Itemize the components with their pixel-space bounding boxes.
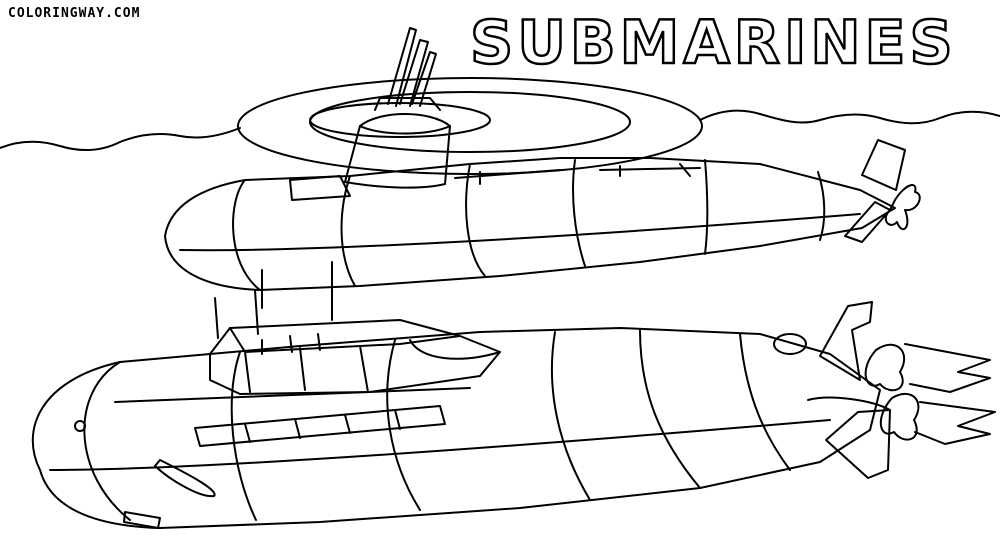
top-hull [164,157,896,291]
bottom-propeller-upper [864,343,906,392]
bottom-lower-fin [825,409,891,479]
water-ripples [237,77,703,175]
bottom-submarine [31,289,996,529]
deck-panel [194,405,446,447]
top-sail [344,113,451,189]
top-rudder [861,139,906,191]
top-propeller [884,184,921,231]
top-submarine [164,27,921,321]
propeller-wake [904,343,996,445]
bottom-propeller-lower [879,392,920,441]
site-watermark: COLORINGWAY.COM [8,6,141,21]
bottom-hull [31,327,881,529]
page-title: SUBMARINES [469,7,957,80]
bottom-sail [209,319,501,395]
bottom-rudder [819,301,873,381]
top-lower-fin [844,201,891,243]
periscopes [387,27,437,107]
water-surface-line [0,109,1000,152]
